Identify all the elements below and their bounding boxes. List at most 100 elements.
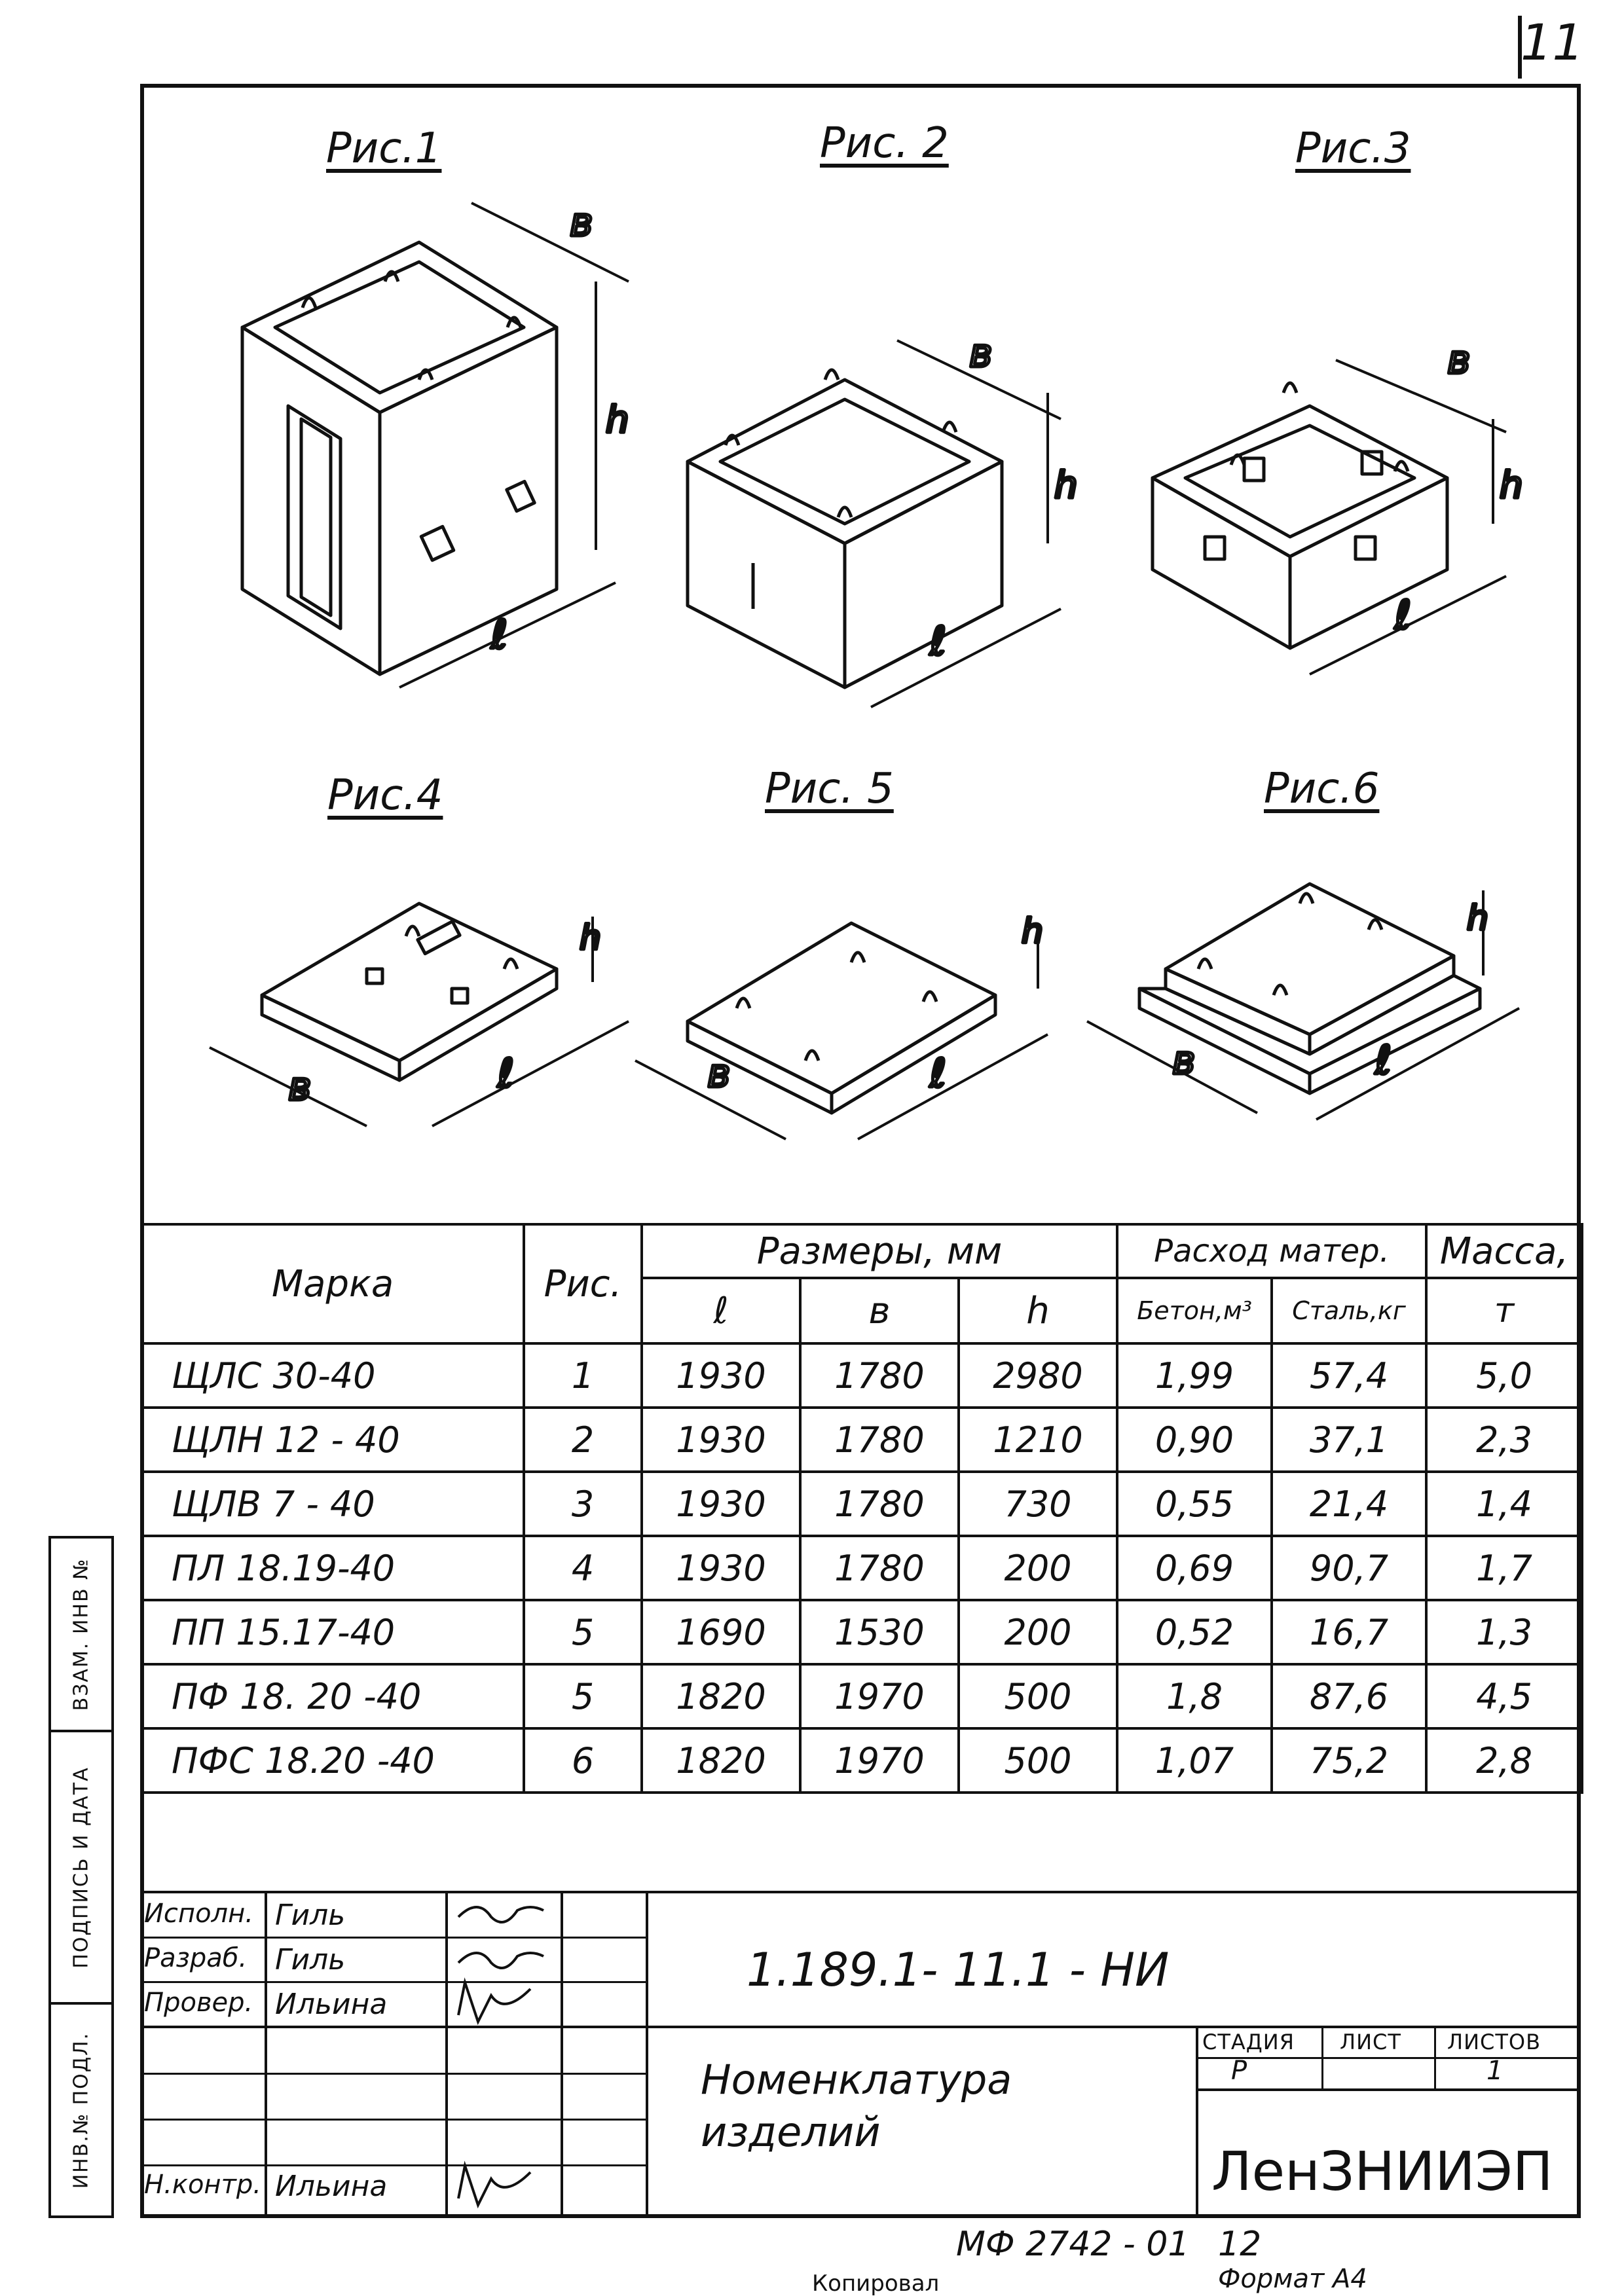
header-concrete: Бетон,м³	[1116, 1277, 1274, 1345]
fig5-b-label: в	[707, 1051, 730, 1097]
footer-number: 12	[1218, 2225, 1262, 2264]
table-row: ЩЛВ 7 - 40 3 1930 1780 730 0,55 21,4 1,4	[140, 1470, 1584, 1537]
cell-concrete: 1,99	[1116, 1342, 1274, 1409]
cell-mark: ЩЛВ 7 - 40	[140, 1470, 525, 1537]
cell-steel: 16,7	[1270, 1599, 1428, 1666]
fig1-h-label: h	[606, 399, 629, 441]
header-steel: Сталь,кг	[1270, 1277, 1428, 1345]
stage-value: Р	[1231, 2056, 1247, 2086]
cell-mass: 1,3	[1425, 1599, 1584, 1666]
cell-mass: 2,3	[1425, 1406, 1584, 1473]
page-number: 11	[1521, 13, 1584, 71]
cell-steel: 37,1	[1270, 1406, 1428, 1473]
cell-h: 200	[957, 1599, 1119, 1666]
cell-fig: 4	[523, 1535, 643, 1601]
cell-mark: ЩЛН 12 - 40	[140, 1406, 525, 1473]
header-h: h	[957, 1277, 1119, 1345]
cell-h: 1210	[957, 1406, 1119, 1473]
header-mass-unit: т	[1425, 1277, 1584, 1345]
document-title-line1: Номенклатура	[701, 2056, 1012, 2104]
cell-steel: 75,2	[1270, 1727, 1428, 1794]
header-l: ℓ	[640, 1277, 802, 1345]
cell-mark: ПЛ 18.19-40	[140, 1535, 525, 1601]
page-number-bar	[1518, 16, 1522, 79]
fig6-l-label: ℓ	[1375, 1038, 1392, 1084]
fig5-l-label: ℓ	[929, 1051, 946, 1097]
cell-h: 2980	[957, 1342, 1119, 1409]
cell-steel: 21,4	[1270, 1470, 1428, 1537]
fig6-h-label: h	[1467, 899, 1488, 938]
table-row: ПФС 18.20 -40 6 1820 1970 500 1,07 75,2 …	[140, 1727, 1584, 1794]
header-mark: Марка	[140, 1223, 525, 1345]
figure-caption-5: Рис. 5	[765, 765, 894, 813]
cell-fig: 5	[523, 1663, 643, 1730]
fig3-b-label: в	[1447, 337, 1470, 383]
cell-b: 1780	[799, 1470, 960, 1537]
table-row: ПЛ 18.19-40 4 1930 1780 200 0,69 90,7 1,…	[140, 1535, 1584, 1601]
tb-role-1: Исполн.	[144, 1899, 253, 1929]
cell-mark: ПФ 18. 20 -40	[140, 1663, 525, 1730]
tb-role-2: Разраб.	[144, 1943, 248, 1973]
sheet-label: ЛИСТ	[1340, 2030, 1401, 2054]
cell-l: 1930	[640, 1342, 802, 1409]
header-b: в	[799, 1277, 960, 1345]
cell-steel: 57,4	[1270, 1342, 1428, 1409]
table-row: ПП 15.17-40 5 1690 1530 200 0,52 16,7 1,…	[140, 1599, 1584, 1666]
document-title-line2: изделий	[701, 2108, 881, 2156]
figure-2-drawing	[686, 339, 1061, 708]
figure-caption-1: Рис.1	[326, 124, 442, 173]
cell-b: 1780	[799, 1406, 960, 1473]
fig6-b-label: в	[1172, 1038, 1195, 1084]
cell-l: 1820	[640, 1727, 802, 1794]
isometric-drawings: в h ℓ в h ℓ	[209, 198, 1524, 1140]
figure-caption-2: Рис. 2	[820, 119, 949, 168]
figure-1-drawing	[240, 202, 629, 689]
fig2-b-label: в	[969, 331, 992, 376]
figure-6-drawing	[1086, 882, 1520, 1121]
specification-table: Марка Рис. Размеры, мм Расход матер. Мас…	[140, 1223, 1584, 1794]
cell-concrete: 1,8	[1116, 1663, 1274, 1730]
cell-h: 730	[957, 1470, 1119, 1537]
cell-b: 1780	[799, 1535, 960, 1601]
footer-format: Формат А4	[1218, 2264, 1367, 2294]
footer-code: МФ 2742 - 01	[956, 2225, 1190, 2264]
cell-l: 1930	[640, 1470, 802, 1537]
fig1-b-label: в	[570, 200, 593, 246]
cell-concrete: 0,90	[1116, 1406, 1274, 1473]
header-sizes: Размеры, мм	[640, 1223, 1119, 1279]
table-row: ЩЛН 12 - 40 2 1930 1780 1210 0,90 37,1 2…	[140, 1406, 1584, 1473]
fig4-h-label: h	[580, 919, 601, 958]
fig4-l-label: ℓ	[497, 1051, 514, 1097]
stage-label: СТАДИЯ	[1202, 2030, 1295, 2054]
tb-name-3: Ильина	[275, 1988, 388, 2021]
cell-mass: 1,4	[1425, 1470, 1584, 1537]
figure-5-drawing	[635, 921, 1048, 1140]
cell-fig: 3	[523, 1470, 643, 1537]
cell-mark: ПФС 18.20 -40	[140, 1727, 525, 1794]
cell-steel: 90,7	[1270, 1535, 1428, 1601]
cell-fig: 2	[523, 1406, 643, 1473]
cell-fig: 1	[523, 1342, 643, 1409]
cell-l: 1930	[640, 1535, 802, 1601]
tb-name-7: Ильина	[275, 2170, 388, 2203]
cell-l: 1930	[640, 1406, 802, 1473]
cell-l: 1820	[640, 1663, 802, 1730]
fig5-h-label: h	[1022, 912, 1043, 951]
cell-concrete: 1,07	[1116, 1727, 1274, 1794]
figure-caption-6: Рис.6	[1264, 765, 1380, 813]
figure-caption-4: Рис.4	[327, 771, 443, 820]
fig2-h-label: h	[1054, 464, 1078, 507]
cell-mass: 2,8	[1425, 1727, 1584, 1794]
cell-b: 1970	[799, 1663, 960, 1730]
table-row: ЩЛС 30-40 1 1930 1780 2980 1,99 57,4 5,0	[140, 1342, 1584, 1409]
footer-copied: Копировал	[812, 2270, 940, 2296]
cell-steel: 87,6	[1270, 1663, 1428, 1730]
signature-marks	[457, 1906, 544, 2209]
side-stamp-sign-date: ПОДПИСЬ И ДАТА	[48, 1730, 114, 2005]
table-row: ПФ 18. 20 -40 5 1820 1970 500 1,8 87,6 4…	[140, 1663, 1584, 1730]
fig3-h-label: h	[1500, 464, 1523, 507]
organization: ЛенЗНИИЭП	[1211, 2141, 1553, 2203]
cell-b: 1970	[799, 1727, 960, 1794]
side-stamp-inv-podl: ИНВ.№ ПОДЛ.	[48, 2002, 114, 2218]
